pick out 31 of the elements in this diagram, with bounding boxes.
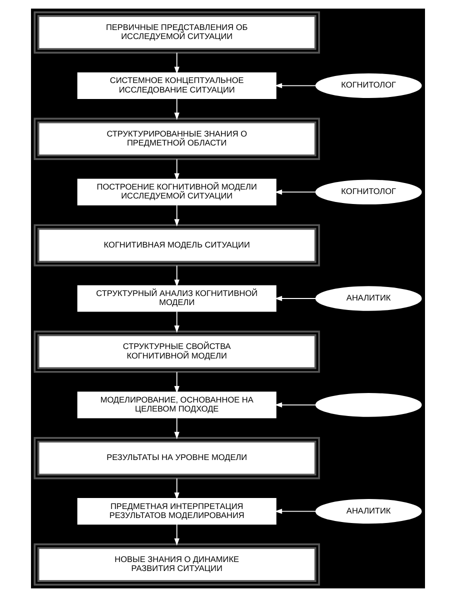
node-box: НОВЫЕ ЗНАНИЯ О ДИНАМИКЕ РАЗВИТИЯ СИТУАЦИИ: [33, 543, 320, 586]
arrow: [174, 418, 179, 440]
node-ellipse: [314, 392, 422, 417]
arrow: [174, 52, 179, 74]
arrow: [174, 204, 179, 226]
arrow: [174, 524, 179, 546]
arrow: [174, 478, 179, 500]
node-box: СИСТЕМНОЕ КОНЦЕПТУАЛЬНОЕ ИССЛЕДОВАНИЕ СИТУАЦИИ: [76, 72, 276, 99]
arrow: [274, 508, 316, 514]
node-box: ПЕРВИЧНЫЕ ПРЕДСТАВЛЕНИЯ ОБ ИССЛЕДУЕМОЙ СИТУАЦИИ: [33, 11, 320, 54]
arrow: [174, 311, 179, 333]
node-box: СТРУКТУРНЫЕ СВОЙСТВА КОГНИТИВНОЙ МОДЕЛИ: [33, 330, 320, 373]
node-box: РЕЗУЛЬТАТЫ НА УРОВНЕ МОДЕЛИ: [33, 437, 320, 480]
node-box: СТРУКТУРНЫЙ АНАЛИЗ КОГНИТИВНОЙ МОДЕЛИ: [76, 285, 276, 312]
arrow: [274, 83, 316, 88]
node-ellipse: КОГНИТОЛОГ: [314, 73, 422, 98]
arrow: [274, 402, 316, 408]
node-box: ПРЕДМЕТНАЯ ИНТЕРПРЕТАЦИЯ РЕЗУЛЬТАТОВ МОДЕЛИРОВАНИЯ: [76, 498, 276, 525]
arrow: [174, 265, 179, 287]
node-ellipse: КОГНИТОЛОГ: [314, 180, 422, 204]
arrow: [274, 296, 316, 302]
arrow: [174, 158, 179, 181]
node-ellipse: АНАЛИТИК: [314, 498, 422, 524]
arrow: [174, 372, 179, 394]
arrow: [274, 190, 316, 195]
node-box: ПОСТРОЕНИЕ КОГНИТИВНОЙ МОДЕЛИ ИССЛЕДУЕМОЙ СИТУАЦИИ: [76, 178, 276, 206]
node-ellipse: АНАЛИТИК: [314, 286, 422, 311]
node-box: КОГНИТИВНАЯ МОДЕЛЬ СИТУАЦИИ: [33, 224, 320, 266]
arrow: [174, 98, 179, 120]
node-box: МОДЕЛИРОВАНИЕ, ОСНОВАННОЕ НА ЦЕЛЕВОМ ПОДХОДЕ: [76, 392, 276, 418]
node-box: СТРУКТУРИРОВАННЫЕ ЗНАНИЯ О ПРЕДМЕТНОЙ ОБЛАСТИ: [33, 118, 320, 160]
